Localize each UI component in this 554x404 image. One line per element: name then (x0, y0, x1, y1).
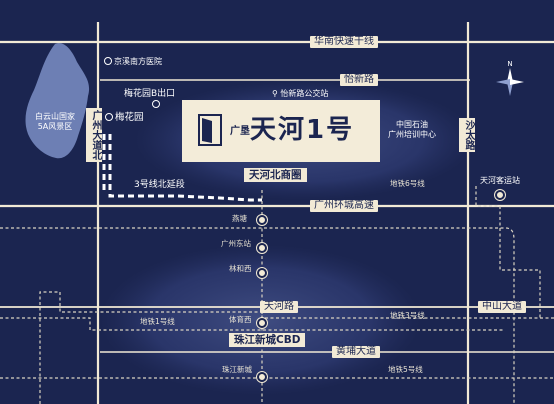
station-linhexi: 林和西 (229, 264, 252, 273)
road-label-yixin: 怡新路 (340, 74, 378, 86)
station-tiyuxi-marker (257, 318, 267, 328)
road-label-zhongshan: 中山大道 (478, 301, 526, 313)
hospital-icon (104, 57, 112, 65)
metro-line-1 (0, 317, 505, 331)
baiyun-mountain-area (25, 43, 90, 159)
road-label-shatai: 沙太路 (459, 118, 475, 152)
road-label-guangzhou-dadao: 广州大道北 (86, 108, 102, 162)
brand-name: 天河1号 (250, 115, 355, 145)
metro-line-6 (0, 227, 515, 404)
metro-line-branch (475, 186, 541, 320)
location-pin-icon: ⚲ (272, 89, 278, 98)
station-yantang: 燕塘 (232, 214, 247, 223)
poi-hospital: 京溪南方医院 (104, 56, 162, 67)
metro-station-icon (105, 113, 113, 121)
poi-meihuayuan: 梅花园 (105, 112, 144, 123)
station-keyun (495, 190, 505, 200)
metro-label-line5: 地铁5号线 (388, 365, 423, 374)
zone-label-zhujiang-cbd: 珠江新城CBD (229, 333, 306, 347)
metro-label-line3-ext: 3号线北延段 (134, 180, 185, 190)
road-label-huangpu: 黄埔大道 (332, 346, 380, 358)
station-linhexi-marker (257, 268, 267, 278)
zone-label-tianhe-north: 天河北商圈 (244, 168, 307, 182)
metro-line-3-north-ext (108, 134, 262, 202)
metro-label-line3: 地铁3号线 (390, 311, 425, 320)
poi-meihuayuan-b-label: 梅花园B出口 (124, 89, 176, 99)
poi-keyun: 天河客运站 (480, 176, 520, 185)
poi-baiyun: 白云山国家 5A风景区 (35, 112, 75, 131)
station-tiyuxi: 体育西 (229, 315, 252, 324)
brand-sub: 广垦 (230, 126, 250, 137)
station-zhujiang-marker (257, 372, 267, 382)
poi-sinopec: 中国石油 广州培训中心 (388, 120, 436, 139)
station-yantang-marker (257, 215, 267, 225)
metro-label-line1: 地铁1号线 (140, 317, 175, 326)
poi-bus-station: ⚲ 怡新路公交站 (272, 88, 328, 99)
poi-bus-station-label: 怡新路公交站 (280, 89, 329, 98)
road-label-huanan: 华南快速干线 (310, 36, 378, 48)
project-brand-card: 广垦 天河1号 (182, 100, 380, 162)
metro-exit-icon (152, 100, 162, 111)
project-logo-icon (198, 114, 222, 146)
station-east-marker (257, 243, 267, 253)
road-label-tianhe: 天河路 (260, 301, 298, 313)
road-label-huancheng: 广州环城高速 (310, 200, 378, 212)
metro-label-line6: 地铁6号线 (390, 179, 425, 188)
compass-icon: N (496, 60, 524, 96)
poi-meihuayuan-label: 梅花园 (115, 112, 144, 123)
svg-text:N: N (507, 60, 512, 68)
station-east: 广州东站 (221, 239, 251, 248)
poi-hospital-label: 京溪南方医院 (114, 57, 162, 66)
station-zhujiang: 珠江新城 (222, 365, 252, 374)
